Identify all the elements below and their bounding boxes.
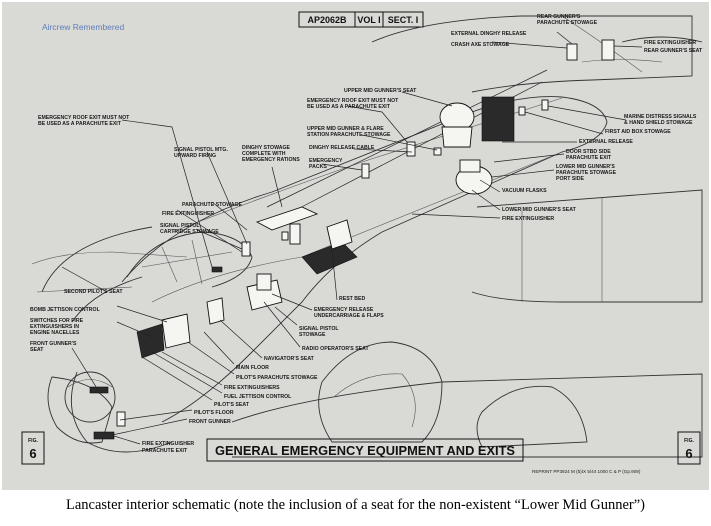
callout-label: PILOT'S SEAT (214, 402, 250, 408)
callout-label: EXTERNAL RELEASE (579, 139, 633, 145)
callout-label: VACUUM FLASKS (502, 188, 547, 194)
fig-number-left: 6 (29, 446, 36, 461)
diagram-title: GENERAL EMERGENCY EQUIPMENT AND EXITS (215, 444, 515, 458)
header-vol: VOL I (357, 15, 380, 25)
watermark: Aircrew Remembered (42, 22, 124, 32)
footer-reprint-note: REPRINT PP3924 M (5)IX 5/44 1000 C & P (… (532, 469, 641, 474)
callout-label: FIRE EXTINGUISHERS (224, 385, 280, 391)
callout-label: MARINE DISTRESS SIGNALS& HAND SHIELD STO… (624, 114, 697, 126)
callout-label: LOWER MID GUNNER'S SEAT (502, 207, 577, 213)
callout-label: SECOND PILOT'S SEAT (64, 289, 123, 295)
callout-label: FIRE EXTINGUISHER (162, 211, 214, 217)
lancaster-schematic-drawing: Aircrew Remembered AP2062B VOL I SECT. I (21, 11, 703, 474)
callout-label: PILOT'S FLOOR (194, 410, 234, 416)
fig-number-right: 6 (685, 446, 692, 461)
callout-label: FIRE EXTINGUISHER (502, 216, 554, 222)
header-reference-boxes: AP2062B VOL I SECT. I (298, 11, 424, 28)
callout-label: FIRST AID BOX STOWAGE (605, 129, 671, 135)
callout-label: RADIO OPERATOR'S SEAT (302, 346, 369, 352)
equipment-parts (89, 39, 615, 440)
callout-label: MAIN FLOOR (236, 365, 269, 371)
callout-label: NAVIGATOR'S SEAT (264, 356, 315, 362)
image-caption: Lancaster interior schematic (note the i… (66, 497, 645, 513)
fig-word-right: FIG. (684, 438, 694, 444)
schematic-sheet: Aircrew Remembered AP2062B VOL I SECT. I (2, 2, 709, 490)
header-ref: AP2062B (307, 15, 347, 25)
callout-label: SIGNAL PISTOL MTG.UPWARD FIRING (174, 147, 228, 159)
leader-lines (61, 31, 643, 445)
callout-label: BOMB JETTISON CONTROL (30, 307, 101, 313)
callout-label: FRONT GUNNER (189, 419, 231, 425)
callout-label: FUEL JETTISON CONTROL (224, 394, 292, 400)
fig-word-left: FIG. (28, 438, 38, 444)
callout-label: PILOT'S PARACHUTE STOWAGE (236, 375, 318, 381)
callout-label: UPPER MID GUNNER'S SEAT (344, 88, 417, 94)
title-block: FIG. 6 GENERAL EMERGENCY EQUIPMENT AND E… (21, 431, 701, 474)
callout-label: REST BED (339, 296, 365, 302)
callout-label: DINGHY RELEASE CABLE (309, 145, 375, 151)
callout-label: PARACHUTE STOWAGE (182, 202, 243, 208)
header-sect: SECT. I (388, 15, 419, 25)
aircraft-outline (31, 15, 703, 458)
